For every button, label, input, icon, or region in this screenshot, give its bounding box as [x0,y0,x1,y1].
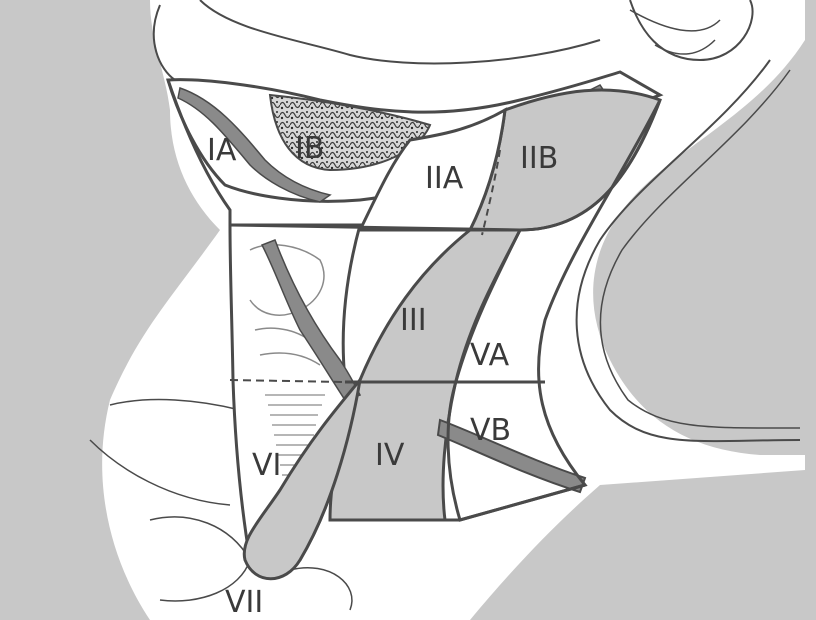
label-level-ib: IB [295,131,324,166]
label-level-vii: VII [225,585,263,620]
label-level-vb: VB [470,413,511,448]
label-level-ia: IA [207,133,237,168]
label-level-iia: IIA [425,161,464,196]
label-level-iv: IV [375,438,405,473]
label-level-iib: IIB [520,141,558,176]
label-level-iii: III [400,303,427,338]
label-level-vi: VI [252,448,281,483]
label-level-va: VA [470,338,510,373]
